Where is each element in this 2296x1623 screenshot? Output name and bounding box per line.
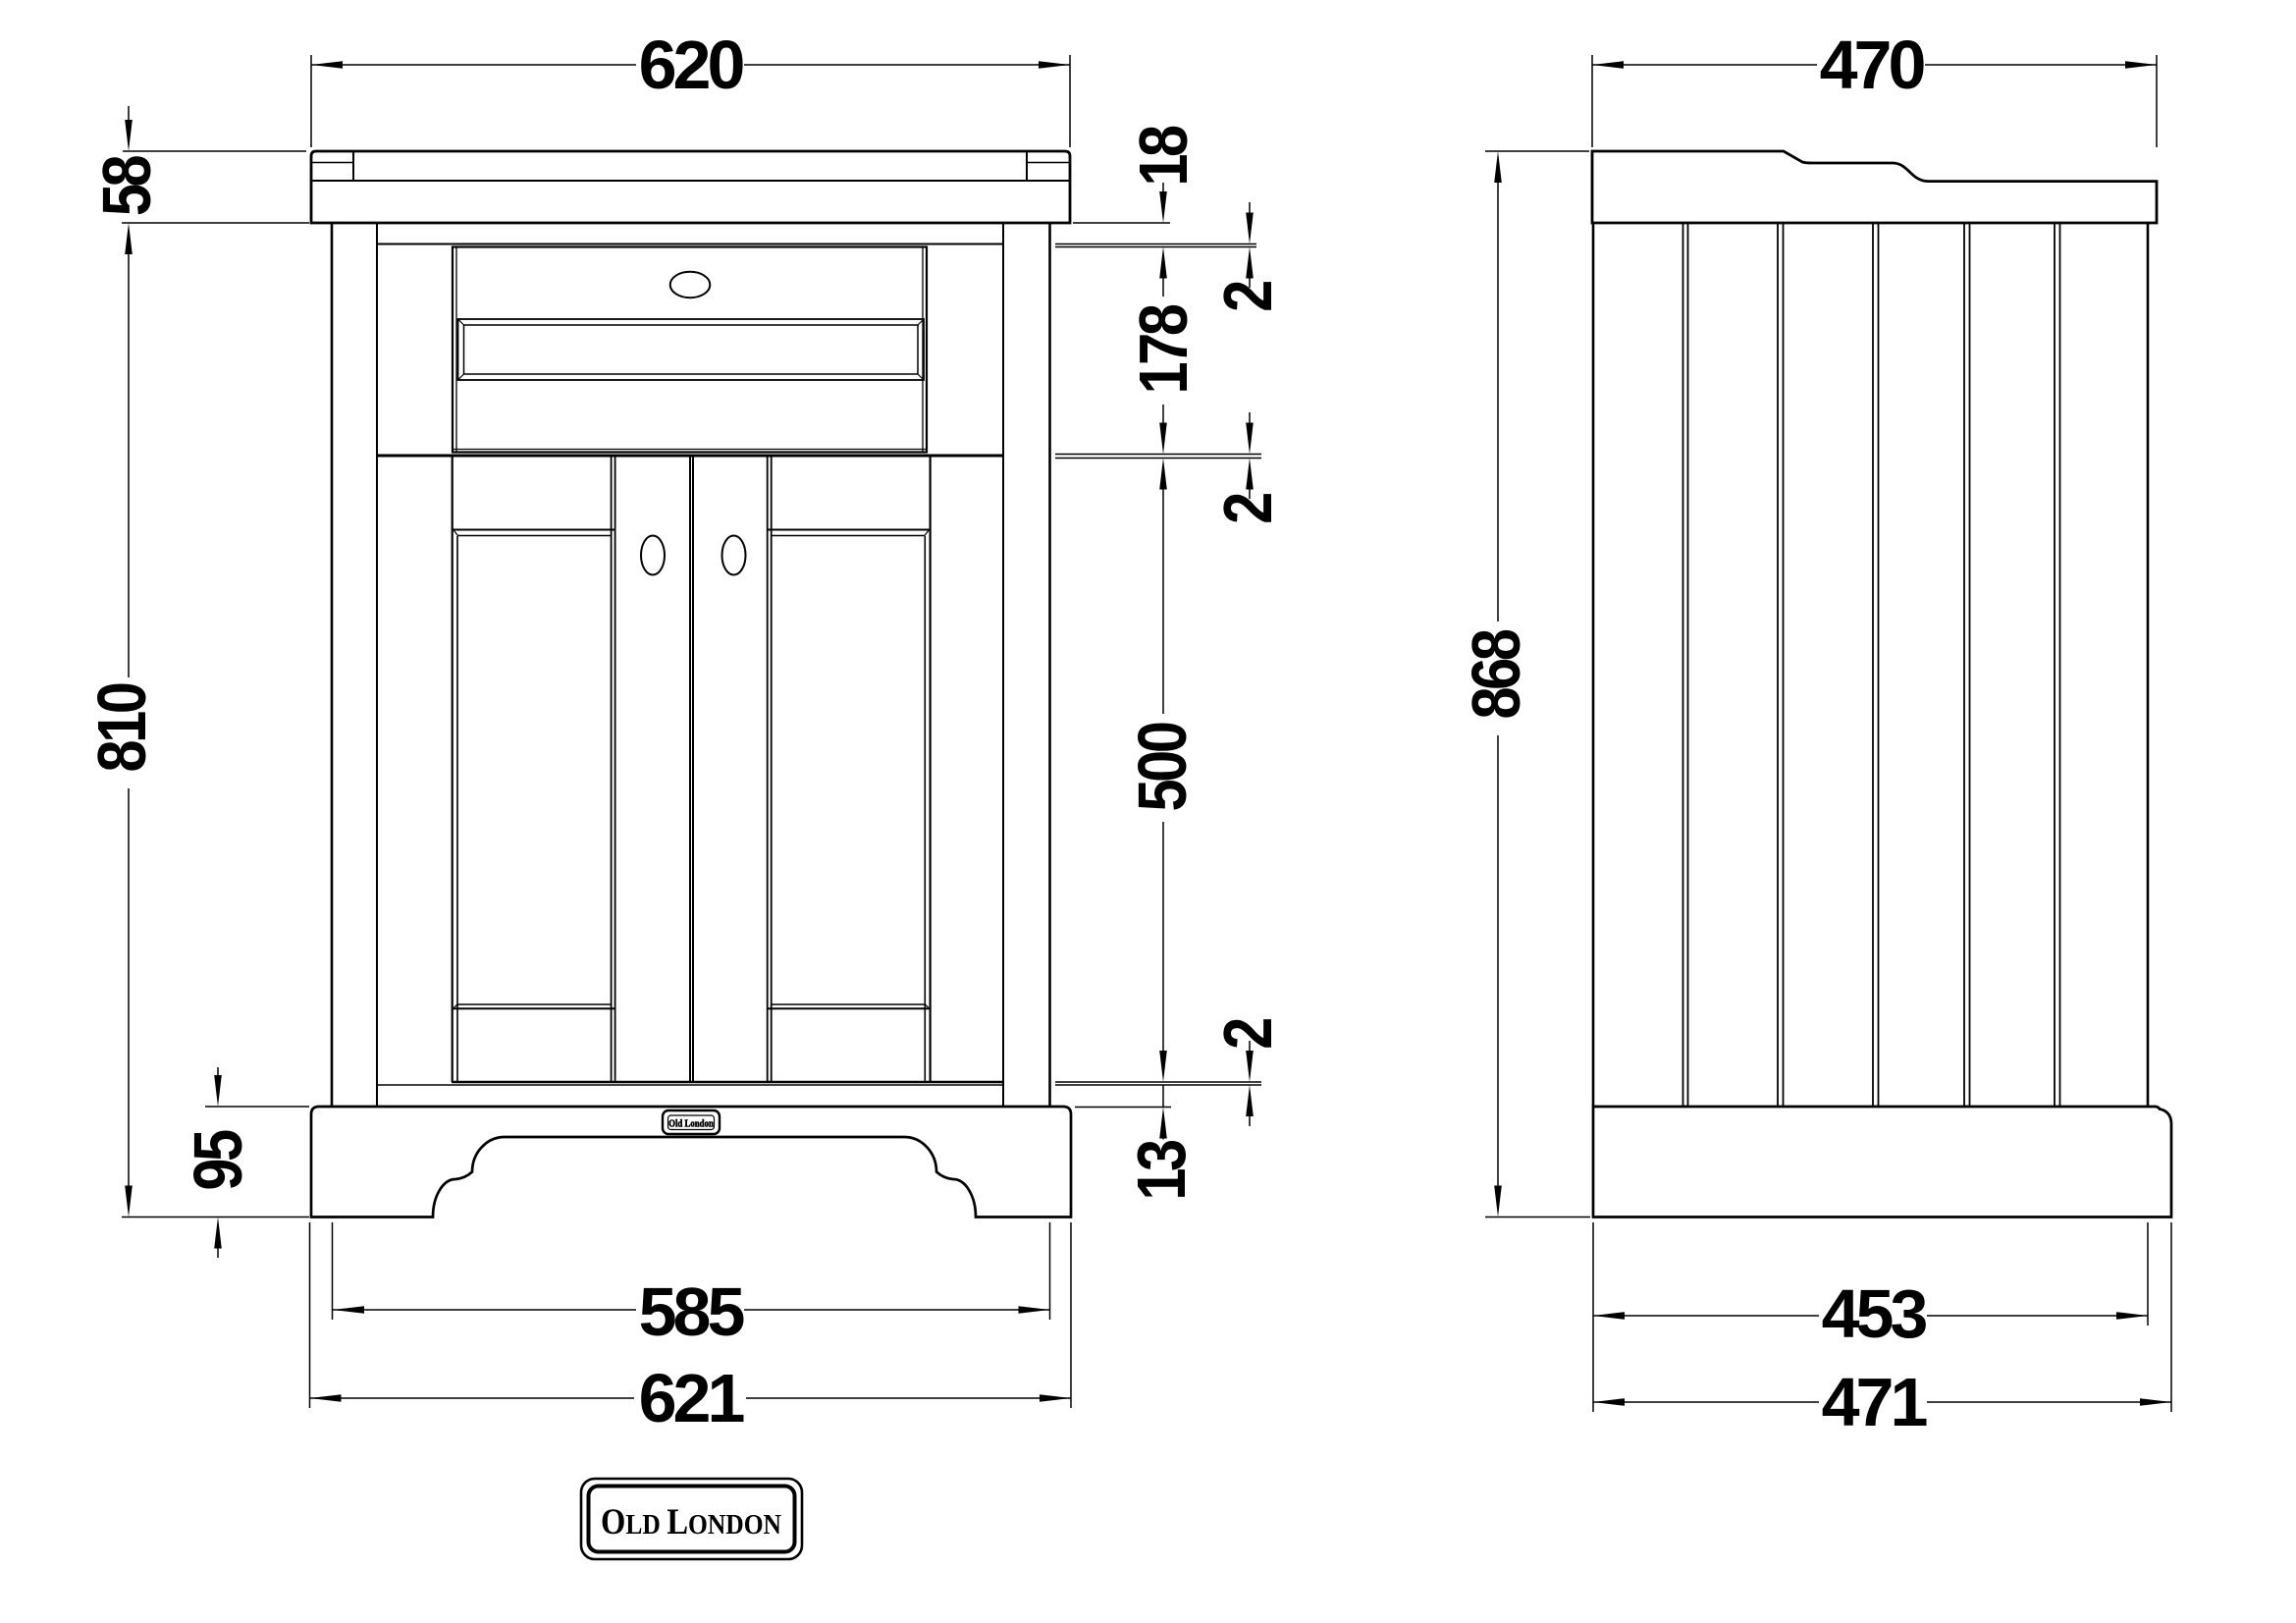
svg-text:Old London: Old London: [668, 1118, 714, 1130]
svg-text:18: 18: [1124, 126, 1201, 187]
svg-text:95: 95: [179, 1130, 256, 1191]
svg-text:13: 13: [1122, 1141, 1200, 1201]
svg-text:471: 471: [1822, 1364, 1927, 1440]
svg-text:OLD LONDON: OLD LONDON: [601, 1501, 781, 1542]
svg-text:621: 621: [639, 1360, 744, 1436]
svg-text:58: 58: [87, 155, 165, 216]
svg-text:453: 453: [1822, 1275, 1927, 1352]
svg-text:500: 500: [1123, 723, 1201, 812]
svg-text:2: 2: [1208, 282, 1286, 312]
svg-text:868: 868: [1457, 629, 1534, 719]
svg-text:178: 178: [1124, 304, 1201, 394]
svg-text:470: 470: [1820, 27, 1925, 103]
svg-text:585: 585: [639, 1273, 744, 1350]
svg-text:2: 2: [1208, 494, 1286, 524]
svg-text:620: 620: [639, 27, 744, 103]
svg-text:2: 2: [1208, 1019, 1286, 1050]
svg-text:810: 810: [82, 683, 160, 773]
